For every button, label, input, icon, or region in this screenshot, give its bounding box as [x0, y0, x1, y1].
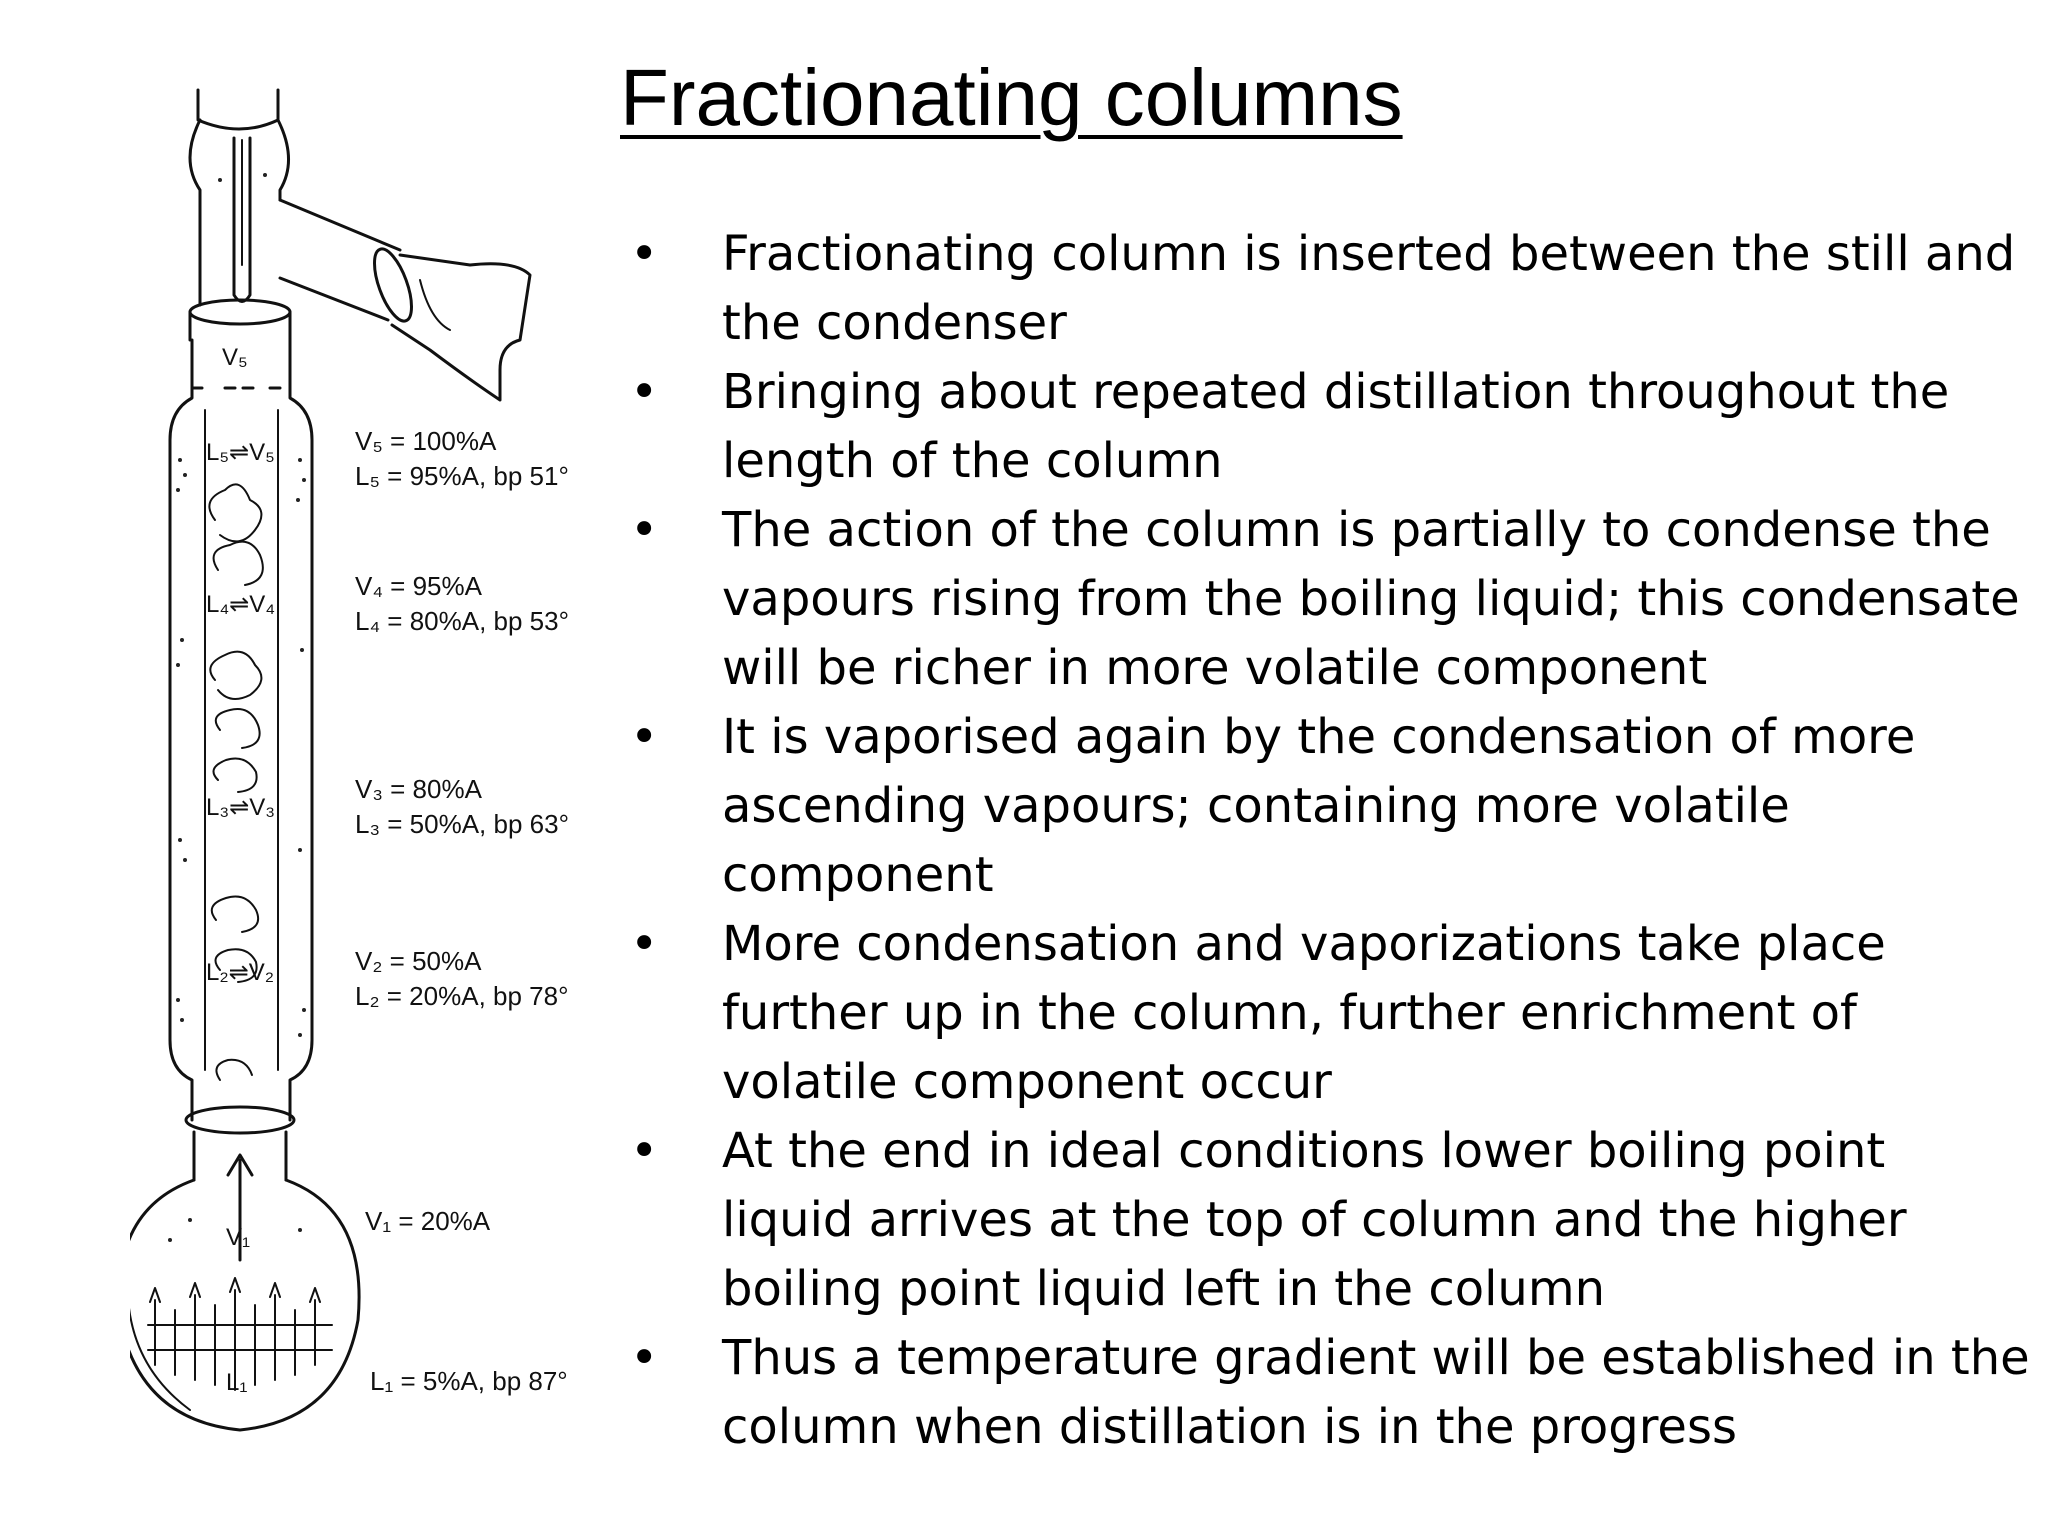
- annotation-v5: V₅ = 100%A: [355, 426, 497, 456]
- annotation-v4: V₄ = 95%A: [355, 571, 483, 601]
- bullet-dot: •: [630, 709, 659, 765]
- fractionating-column-diagram: V₅ L₅⇌V₅ L₄⇌V₄ L₃⇌V₃ L₂⇌V₂ V₁ L₁ V₅ = 10…: [130, 88, 569, 1432]
- equilibrium-label-4: L₄⇌V₄: [206, 591, 275, 618]
- annotation-l3: L₃ = 50%A, bp 63°: [355, 809, 569, 839]
- bullet-dot: •: [630, 226, 659, 282]
- bullet-list: • Fractionating column is inserted betwee…: [610, 220, 2030, 1462]
- annotation-v3: V₃ = 80%A: [355, 774, 483, 804]
- slide-title: Fractionating columns: [620, 53, 1403, 142]
- column-outer-wall: [168, 338, 194, 1122]
- bullet-text: Fractionating column is inserted between…: [722, 226, 2016, 351]
- bullet-item: • The action of the column is partially t…: [610, 496, 2030, 703]
- flask-vapor-label: V₁: [226, 1224, 250, 1251]
- bullet-item: • At the end in ideal conditions lower bo…: [610, 1117, 2030, 1324]
- bullet-dot: •: [630, 1123, 659, 1179]
- bullet-dot: •: [630, 1330, 659, 1386]
- annotation-l5: L₅ = 95%A, bp 51°: [355, 461, 569, 491]
- bullet-text: Bringing about repeated distillation thr…: [722, 364, 1950, 489]
- bullet-item: • Fractionating column is inserted betwee…: [610, 220, 2030, 358]
- bullet-text: More condensation and vaporizations take…: [722, 916, 1886, 1110]
- stippling: [168, 173, 306, 1242]
- equilibrium-label-5: L₅⇌V₅: [206, 439, 275, 466]
- joint-ring: [188, 298, 292, 326]
- bullet-item: • Thus a temperature gradient will be est…: [610, 1324, 2030, 1462]
- annotation-v2: V₂ = 50%A: [355, 946, 482, 976]
- bullet-dot: •: [630, 916, 659, 972]
- annotation-l4: L₄ = 80%A, bp 53°: [355, 606, 569, 636]
- equilibrium-label-2: L₂⇌V₂: [206, 959, 274, 986]
- bullet-text: At the end in ideal conditions lower boi…: [722, 1123, 1907, 1317]
- bullet-dot: •: [630, 364, 659, 420]
- annotation-l1: L₁ = 5%A, bp 87°: [370, 1366, 568, 1396]
- bullet-text: Thus a temperature gradient will be esta…: [722, 1330, 2030, 1455]
- equilibrium-label-3: L₃⇌V₃: [206, 794, 275, 821]
- bullet-text: It is vaporised again by the condensatio…: [722, 709, 1916, 903]
- side-arm: [278, 198, 402, 252]
- column-inner-wall: [204, 409, 279, 1071]
- top-vapor-label: V₅: [222, 344, 248, 371]
- still-head: [188, 118, 202, 307]
- annotation-l2: L₂ = 20%A, bp 78°: [355, 981, 568, 1011]
- flask-liquid-label: L₁: [226, 1369, 247, 1396]
- stopper: [196, 88, 280, 131]
- bullet-item: • More condensation and vaporizations tak…: [610, 910, 2030, 1117]
- flask: [130, 1178, 361, 1432]
- bullet-dot: •: [630, 502, 659, 558]
- annotation-v1: V₁ = 20%A: [365, 1206, 491, 1236]
- bullet-item: • Bringing about repeated distillation th…: [610, 358, 2030, 496]
- condenser-adapter: [390, 253, 532, 402]
- bullet-text: The action of the column is partially to…: [722, 502, 2020, 696]
- bullet-item: • It is vaporised again by the condensati…: [610, 703, 2030, 910]
